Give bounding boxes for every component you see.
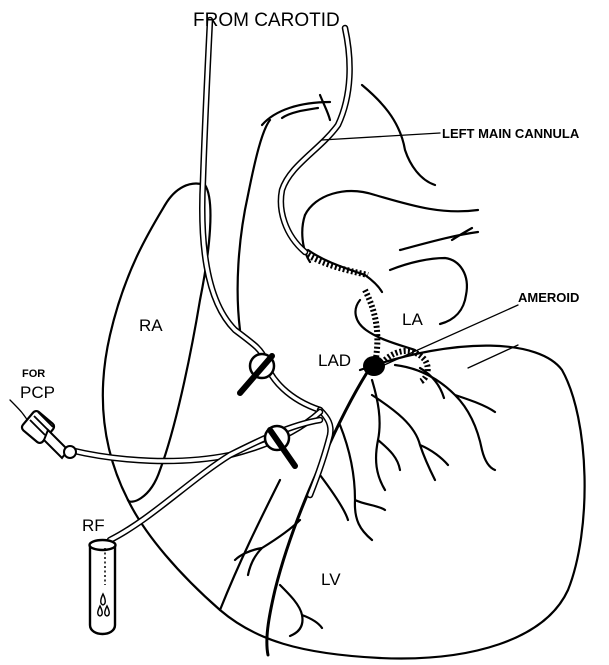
ameroid-leader-2 (468, 345, 518, 368)
aorta-top (262, 102, 330, 125)
septal-branch-2 (235, 475, 348, 575)
rf-collection-tube (90, 540, 116, 634)
lad-ameroid-segment (365, 290, 377, 358)
lad-artery (267, 360, 375, 655)
for-label: FOR (22, 368, 45, 380)
left-main-cannula-tube (281, 28, 350, 252)
from-carotid-label: FROM CAROTID (193, 10, 340, 31)
lad-label: LAD (318, 351, 351, 370)
carotid-tubing (202, 20, 320, 410)
la-label: LA (402, 310, 423, 329)
pcp-connector (10, 400, 76, 458)
pcp-label: PCP (20, 383, 55, 402)
apical-branch (280, 585, 322, 636)
right-heart-border (103, 184, 205, 500)
ra-inner-border (128, 185, 210, 502)
circumflex-branch (395, 365, 495, 470)
diagonal-branch-2 (372, 395, 448, 480)
ameroid-label: AMEROID (518, 290, 579, 305)
ra-label: RA (139, 316, 163, 335)
stopcock-upper (240, 354, 274, 393)
left-main-artery (308, 250, 382, 292)
lv-label: LV (321, 570, 341, 589)
aorta-left-wall (238, 120, 270, 330)
rf-label: RF (82, 516, 105, 535)
left-main-cannula-label: LEFT MAIN CANNULA (442, 126, 580, 141)
left-main-cannula-leader (322, 133, 440, 140)
lv-septum-border (220, 480, 280, 610)
pulmonary-artery (305, 191, 478, 250)
